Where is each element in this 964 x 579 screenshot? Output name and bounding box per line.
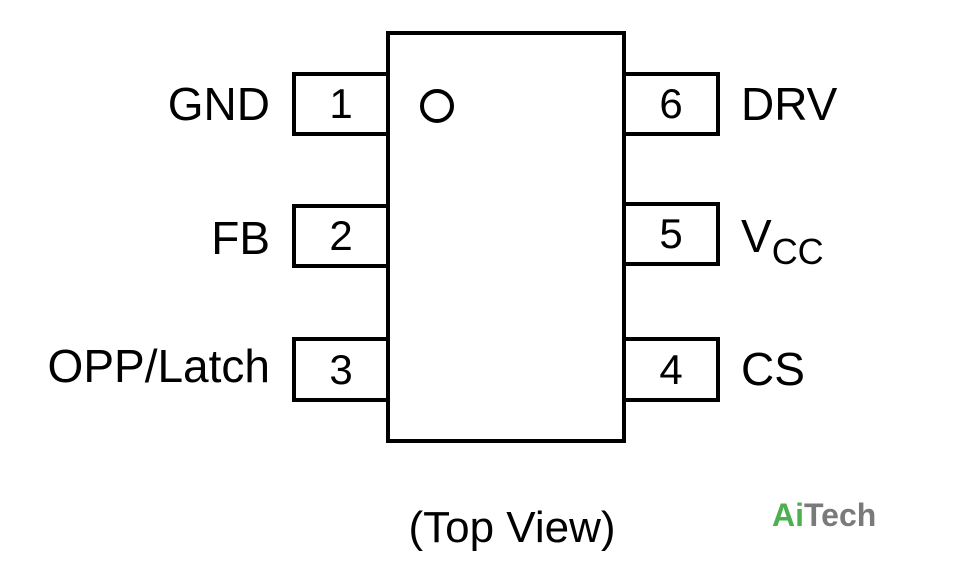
pin-box-5 (622, 202, 720, 266)
pin-label-opp-latch: OPP/Latch (47, 340, 270, 392)
pin-label-drv: DRV (741, 78, 838, 130)
pin-box-1 (292, 72, 390, 136)
pin-label-cs: CS (741, 343, 805, 395)
brand-suffix: Tech (804, 497, 877, 533)
brand-watermark: AiTech (772, 499, 876, 531)
pin1-marker-icon (420, 89, 454, 123)
pin-number-2: 2 (329, 212, 353, 259)
pin-number-3: 3 (329, 346, 353, 393)
pin-number-1: 1 (329, 80, 353, 127)
pin-number-6: 6 (659, 80, 683, 127)
pin-number-5: 5 (659, 210, 683, 257)
pin-label-vcc-subscript: CC (771, 231, 824, 272)
pin-label-vcc-main: V (741, 210, 772, 262)
pin-box-6 (622, 72, 720, 136)
pin-label-gnd: GND (167, 78, 270, 130)
pin-number-4: 4 (659, 346, 683, 393)
pin-label-fb: FB (211, 212, 270, 264)
pin-box-3 (292, 337, 390, 402)
ic-body (386, 31, 626, 443)
pin-box-2 (292, 204, 390, 268)
pin-label-vcc: VCC (741, 213, 824, 270)
brand-prefix: Ai (772, 497, 804, 533)
pin-box-4 (622, 337, 720, 402)
view-caption: (Top View) (408, 503, 616, 552)
